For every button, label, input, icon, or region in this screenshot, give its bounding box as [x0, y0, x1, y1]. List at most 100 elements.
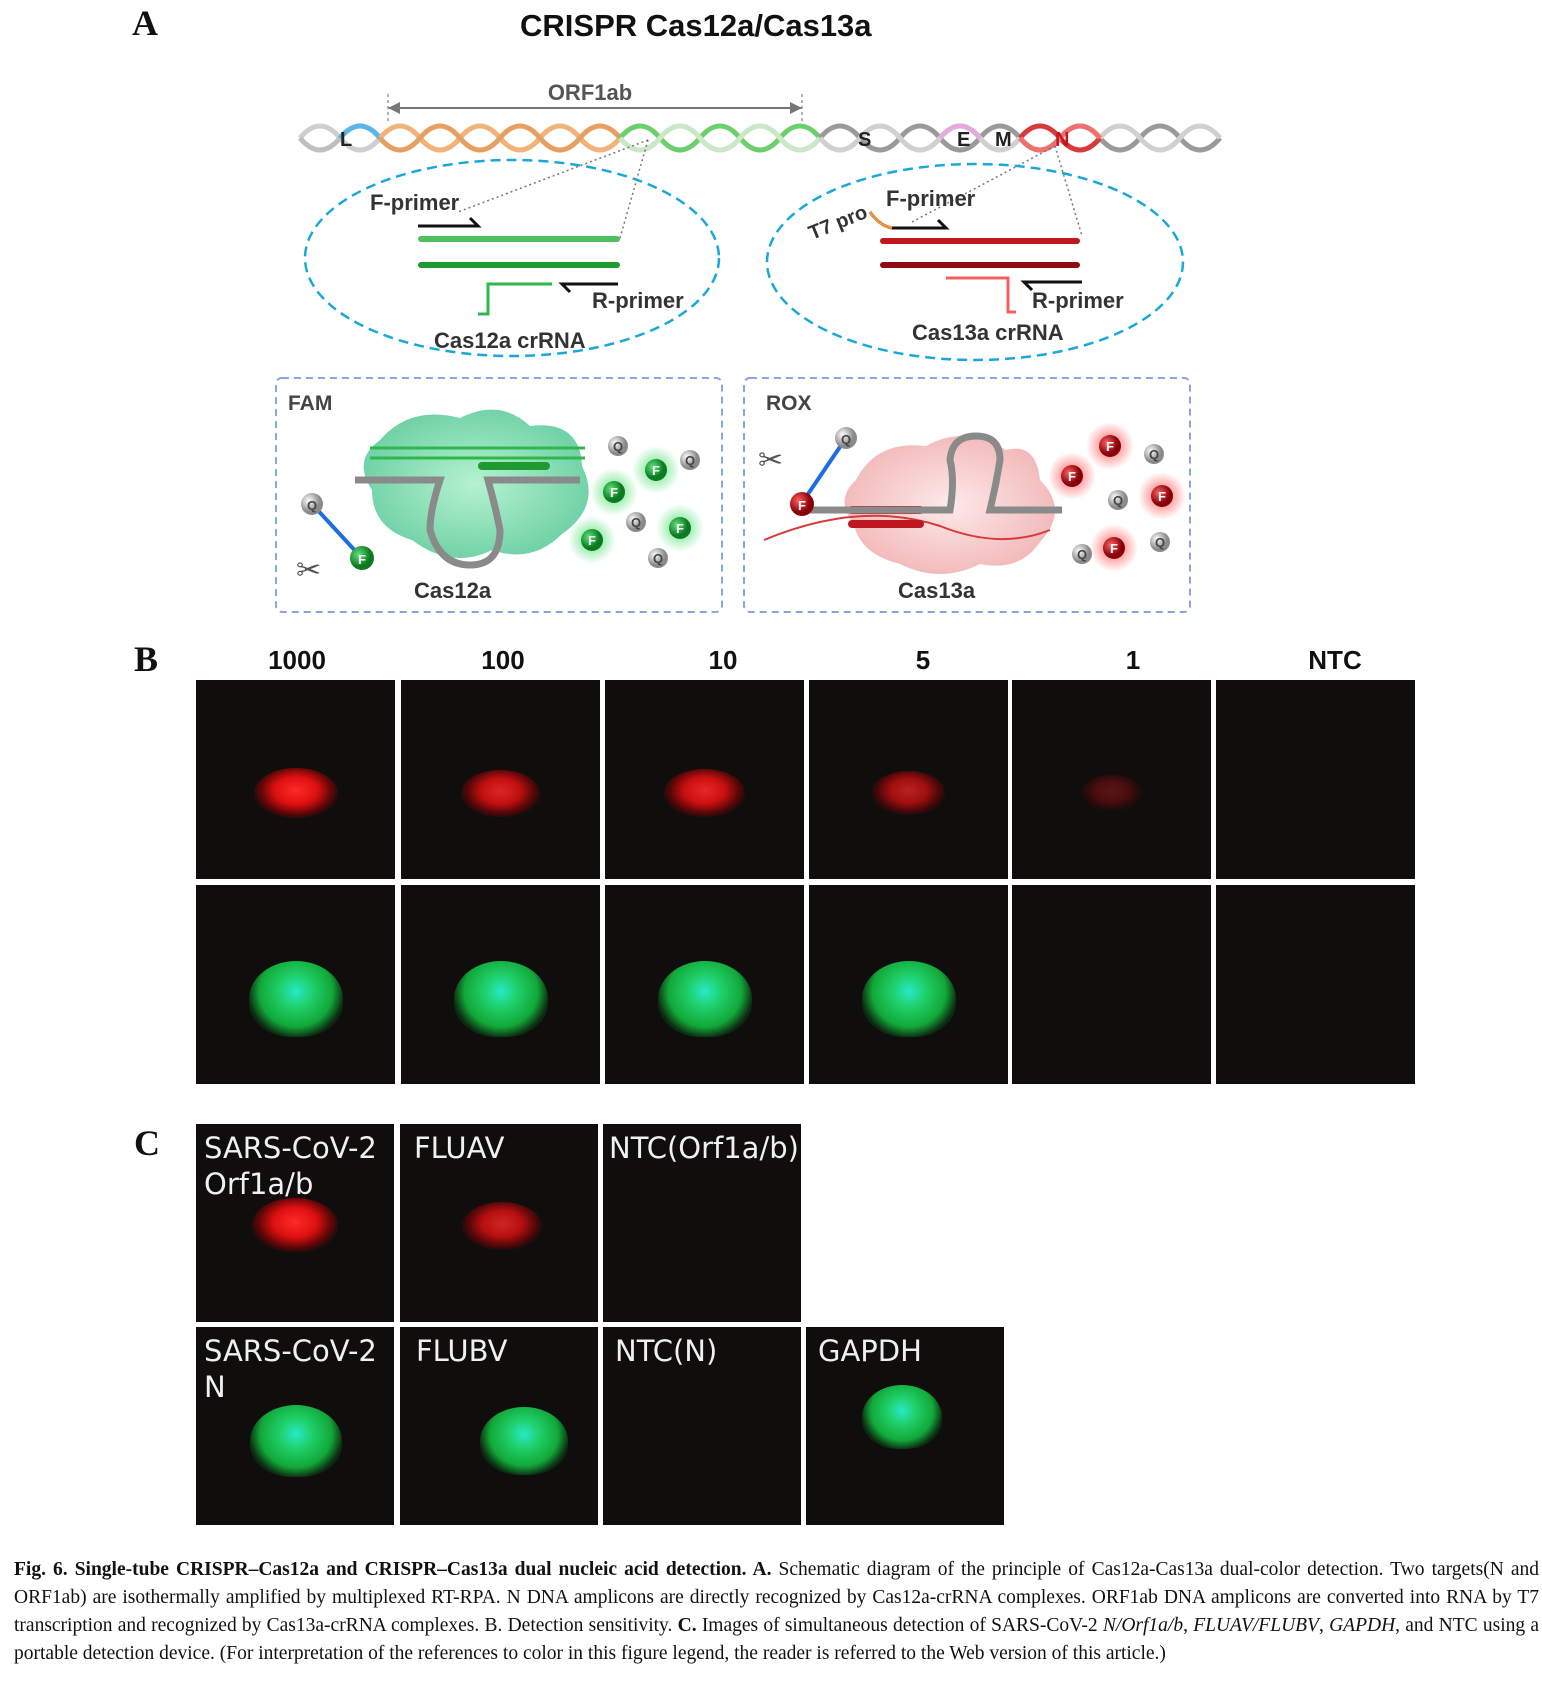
- c-tile-label: GAPDH: [818, 1334, 922, 1368]
- left-r-primer-label: R-primer: [592, 288, 684, 313]
- c-tile-orf1ab: SARS-CoV-2 Orf1a/b: [196, 1124, 394, 1322]
- right-f-sensor: F: [798, 498, 806, 513]
- col-header-1000: 1000: [268, 645, 326, 675]
- rox-q-3: Q: [1077, 547, 1087, 562]
- col-header-ntc: NTC: [1308, 645, 1362, 675]
- panel-a-diagram: ORF1ab L S E M N F-primer R-primer Cas12…: [275, 80, 1222, 613]
- col-header-1: 1: [1125, 645, 1141, 675]
- caption-italic-2: FLUAV/FLUBV: [1193, 1615, 1319, 1636]
- fam-f-3: F: [676, 521, 684, 536]
- cas13a-crrna-label: Cas13a crRNA: [912, 320, 1064, 345]
- rox-q-1: Q: [1149, 447, 1159, 462]
- b-tile-red-5: [809, 680, 1008, 879]
- rox-f-4: F: [1110, 541, 1118, 556]
- orf1ab-label: ORF1ab: [548, 80, 632, 105]
- caption-sep-2: ,: [1318, 1615, 1330, 1636]
- caption-text-2: Images of simultaneous detection of SARS…: [696, 1615, 1103, 1636]
- fam-q-1: Q: [613, 439, 623, 454]
- caption-italic-3: GAPDH: [1329, 1615, 1396, 1636]
- rox-f-2: F: [1068, 469, 1076, 484]
- red-fluorescence-spot: [664, 769, 745, 817]
- c-tile-label: NTC(N): [615, 1334, 718, 1368]
- red-fluorescence-spot: [252, 1198, 338, 1252]
- svg-text:✂: ✂: [758, 444, 783, 477]
- fam-f-4: F: [588, 533, 596, 548]
- b-tile-green-10: [605, 885, 804, 1084]
- rox-f-1: F: [1106, 439, 1114, 454]
- panel-a-title: CRISPR Cas12a/Cas13a: [520, 8, 872, 43]
- panel-b-letter: B: [134, 639, 159, 679]
- col-header-5: 5: [915, 645, 931, 675]
- c-tile-label: SARS-CoV-2 N: [204, 1334, 377, 1404]
- c-tile-label: SARS-CoV-2 Orf1a/b: [204, 1131, 377, 1201]
- b-tile-red-10: [605, 680, 804, 879]
- c-tile-label: NTC(Orf1a/b): [609, 1131, 799, 1165]
- red-fluorescence-spot: [1081, 775, 1142, 811]
- figure-caption: Fig. 6. Single-tube CRISPR–Cas12a and CR…: [14, 1556, 1539, 1668]
- green-fluorescence-spot: [480, 1407, 568, 1475]
- c-tile-label: FLUAV: [414, 1131, 505, 1165]
- gene-label-e: E: [957, 129, 970, 151]
- green-fluorescence-spot: [250, 1405, 342, 1477]
- col-header-10: 10: [708, 645, 738, 675]
- c-tile-ntc-n: NTC(N): [603, 1327, 801, 1525]
- col-header-100: 100: [481, 645, 525, 675]
- green-fluorescence-spot: [657, 961, 752, 1037]
- b-tile-red-ntc: [1216, 680, 1415, 879]
- b-tile-red-100: [401, 680, 600, 879]
- b-tile-green-5: [809, 885, 1008, 1084]
- fam-f-2: F: [610, 485, 618, 500]
- b-tile-green-1000: [196, 885, 395, 1084]
- left-f-sensor: F: [358, 552, 366, 567]
- c-tile-gapdh: GAPDH: [806, 1327, 1004, 1525]
- right-q-sensor: Q: [841, 432, 851, 447]
- gene-label-n: N: [1055, 129, 1069, 151]
- gene-label-l: L: [340, 129, 352, 151]
- left-q-sensor: Q: [307, 498, 317, 513]
- panel-c-letter: C: [134, 1123, 160, 1163]
- c-tile-label: FLUBV: [416, 1334, 508, 1368]
- red-fluorescence-spot: [462, 1202, 542, 1250]
- b-tile-red-1000: [196, 680, 395, 879]
- svg-text:✂: ✂: [296, 554, 321, 587]
- green-fluorescence-spot: [862, 1385, 942, 1449]
- b-tile-red-1: [1012, 680, 1211, 879]
- red-fluorescence-spot: [871, 771, 946, 815]
- right-f-primer-label: F-primer: [886, 186, 976, 211]
- b-tile-green-ntc: [1216, 885, 1415, 1084]
- left-f-primer-label: F-primer: [370, 190, 460, 215]
- caption-italic-1: N/Orf1a/b: [1102, 1615, 1184, 1636]
- cas12a-label: Cas12a: [414, 578, 492, 603]
- caption-bold-title: Fig. 6. Single-tube CRISPR–Cas12a and CR…: [14, 1559, 772, 1580]
- green-fluorescence-spot: [248, 961, 343, 1037]
- caption-text-1: Schematic diagram of the principle of Ca…: [14, 1559, 1540, 1636]
- fam-q-2: Q: [685, 453, 695, 468]
- rox-q-4: Q: [1155, 535, 1165, 550]
- caption-text-3: , and NTC using a portable detection dev…: [14, 1615, 1540, 1664]
- gene-label-s: S: [858, 129, 871, 151]
- rox-q-2: Q: [1113, 493, 1123, 508]
- fam-q-4: Q: [653, 551, 663, 566]
- right-r-primer-label: R-primer: [1032, 288, 1124, 313]
- c-tile-fluav: FLUAV: [400, 1124, 598, 1322]
- red-fluorescence-spot: [461, 769, 540, 817]
- rox-f-3: F: [1158, 489, 1166, 504]
- c-tile-flubv: FLUBV: [400, 1327, 598, 1525]
- fam-f-1: F: [652, 463, 660, 478]
- t7-pro-label: T7 pro: [806, 201, 871, 244]
- green-fluorescence-spot: [453, 961, 548, 1037]
- fam-label: FAM: [288, 392, 332, 415]
- caption-sep-1: ,: [1183, 1615, 1194, 1636]
- gene-label-m: M: [995, 129, 1012, 151]
- c-tile-ntc-orf1ab: NTC(Orf1a/b): [603, 1124, 801, 1322]
- red-fluorescence-spot: [253, 768, 338, 818]
- c-tile-n: SARS-CoV-2 N: [196, 1327, 394, 1525]
- b-tile-green-100: [401, 885, 600, 1084]
- cas13a-label: Cas13a: [898, 578, 976, 603]
- caption-bold-c: C.: [677, 1615, 697, 1636]
- green-fluorescence-spot: [861, 961, 956, 1037]
- cas12a-crrna-label: Cas12a crRNA: [434, 328, 586, 353]
- rox-label: ROX: [766, 392, 812, 415]
- b-tile-green-1: [1012, 885, 1211, 1084]
- fam-q-3: Q: [631, 515, 641, 530]
